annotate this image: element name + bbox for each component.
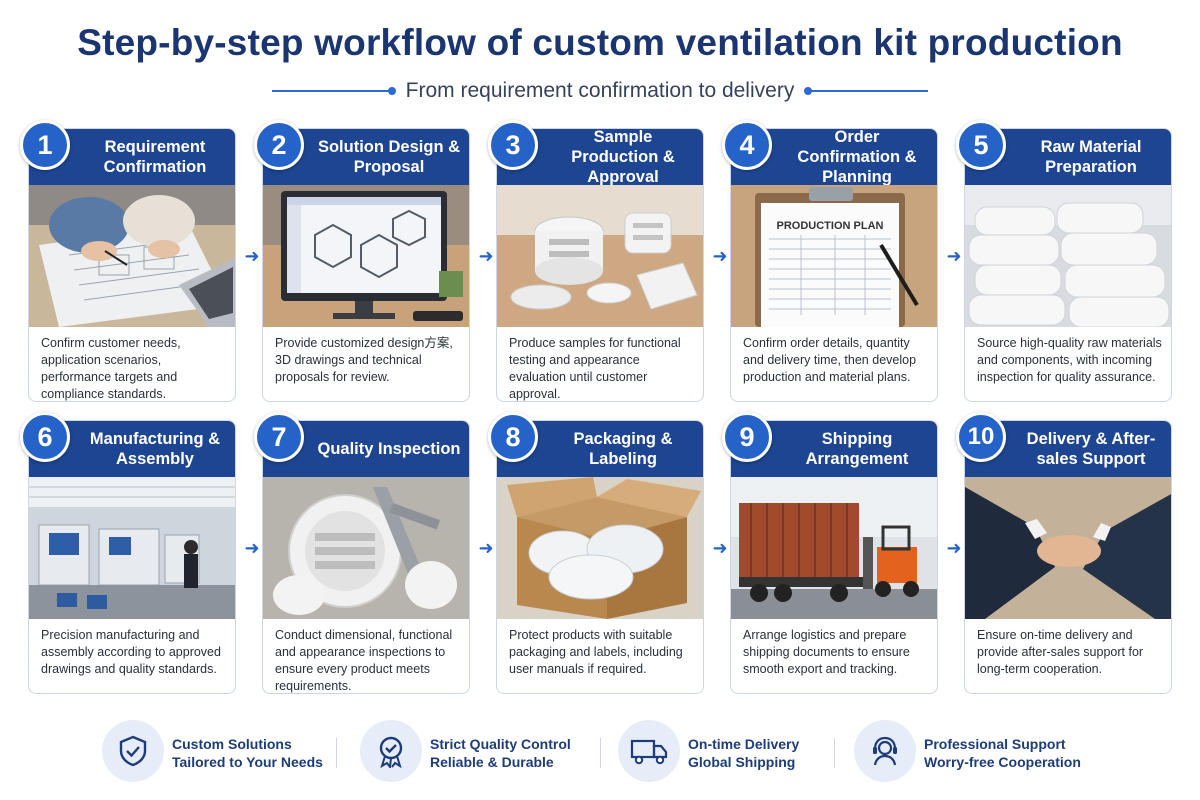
step-card-4: Order Confirmation & Planning PRODUCTION… [730,128,938,402]
step-title: Quality Inspection [317,440,461,458]
feature-line2: Reliable & Durable [430,754,554,770]
feature-divider [600,738,601,768]
step-title: Packaging & Labeling [573,430,673,468]
arrow-right-icon: ➜ [712,246,728,266]
step-description: Protect products with suitable packaging… [509,628,683,676]
page-subtitle: From requirement confirmation to deliver… [405,79,795,102]
feature-divider [336,738,337,768]
feature-line1: Professional Support [924,736,1066,752]
quality-badge-icon [360,720,422,782]
arrow-right-icon: ➜ [478,246,494,266]
production-plan-label: PRODUCTION PLAN [777,220,884,232]
step-description: Conduct dimensional, functional and appe… [275,628,453,693]
feature-line2: Global Shipping [688,754,796,770]
step-card-9: Shipping Arrangement [730,420,938,694]
step-title: Shipping Arrangement [805,430,909,468]
arrow-right-icon: ➜ [244,538,260,558]
subtitle-row: From requirement confirmation to deliver… [0,76,1200,106]
subtitle-line-right [804,87,929,95]
shield-check-icon [102,720,164,782]
step-title: Order Confirmation & Planning [797,128,917,186]
arrow-right-icon: ➜ [946,538,962,558]
step-number-badge: 9 [722,412,772,462]
step-card-7: Quality Inspection Conduct dimensional, … [262,420,470,694]
step-image-cad-monitor [263,185,469,327]
step-description: Confirm order details, quantity and deli… [743,336,917,384]
step-description: Confirm customer needs, application scen… [41,336,181,401]
step-title: Solution Design & Proposal [317,138,461,176]
step-number-badge: 2 [254,120,304,170]
step-description: Produce samples for functional testing a… [509,336,681,401]
step-card-2: Solution Design & Proposal [262,128,470,402]
step-card-6: Manufacturing & Assembly Precision manuf… [28,420,236,694]
step-number-badge: 10 [956,412,1006,462]
step-image-raw-material-bags [965,185,1171,327]
step-description: Source high-quality raw materials and co… [977,336,1162,384]
subtitle-line-left [271,87,396,95]
step-card-1: Requirement Confirmation C [28,128,236,402]
feature-line2: Tailored to Your Needs [172,754,323,770]
step-image-factory-floor [29,477,235,619]
step-number-badge: 1 [20,120,70,170]
step-image-caliper-inspection [263,477,469,619]
step-title: Requirement Confirmation [103,138,207,176]
step-description: Ensure on-time delivery and provide afte… [977,628,1144,676]
step-title: Delivery & After-sales Support [1026,430,1156,468]
step-title: Raw Material Preparation [1040,138,1142,176]
step-number-badge: 3 [488,120,538,170]
step-title: Manufacturing & Assembly [89,430,221,468]
step-card-8: Packaging & Labeling Protect products wi… [496,420,704,694]
feature-strip: Custom Solutions Tailored to Your Needs … [0,720,1200,784]
feature-line2: Worry-free Cooperation [924,754,1081,770]
arrow-right-icon: ➜ [478,538,494,558]
step-image-packaging-box [497,477,703,619]
arrow-right-icon: ➜ [946,246,962,266]
step-header: Manufacturing & Assembly [29,421,235,477]
step-image-handshake [965,477,1171,619]
step-image-samples [497,185,703,327]
feature-line1: Strict Quality Control [430,736,571,752]
step-image-planning-desk [29,185,235,327]
step-title: Sample Production & Approval [571,128,675,186]
step-number-badge: 4 [722,120,772,170]
page-title: Step-by-step workflow of custom ventilat… [77,22,1123,63]
step-number-badge: 7 [254,412,304,462]
step-card-3: Sample Production & Approval Produce sam… [496,128,704,402]
step-card-10: Delivery & After-sales Support Ensure on… [964,420,1172,694]
step-image-container-truck [731,477,937,619]
feature-line1: Custom Solutions [172,736,292,752]
workflow-row-1: Requirement Confirmation C [28,128,1174,402]
step-number-badge: 5 [956,120,1006,170]
delivery-truck-icon [618,720,680,782]
arrow-right-icon: ➜ [244,246,260,266]
arrow-right-icon: ➜ [712,538,728,558]
feature-line1: On-time Delivery [688,736,800,752]
step-description: Arrange logistics and prepare shipping d… [743,628,910,676]
step-header: Solution Design & Proposal [263,129,469,185]
workflow-row-2: Manufacturing & Assembly Precision manuf… [28,420,1174,694]
step-card-5: Raw Material Preparation Source high-qua… [964,128,1172,402]
step-image-production-plan: PRODUCTION PLAN [731,185,937,327]
step-description: Provide customized design方案, 3D drawings… [275,336,453,384]
step-number-badge: 8 [488,412,538,462]
feature-divider [834,738,835,768]
step-description: Precision manufacturing and assembly acc… [41,628,221,676]
step-number-badge: 6 [20,412,70,462]
headset-support-icon [854,720,916,782]
